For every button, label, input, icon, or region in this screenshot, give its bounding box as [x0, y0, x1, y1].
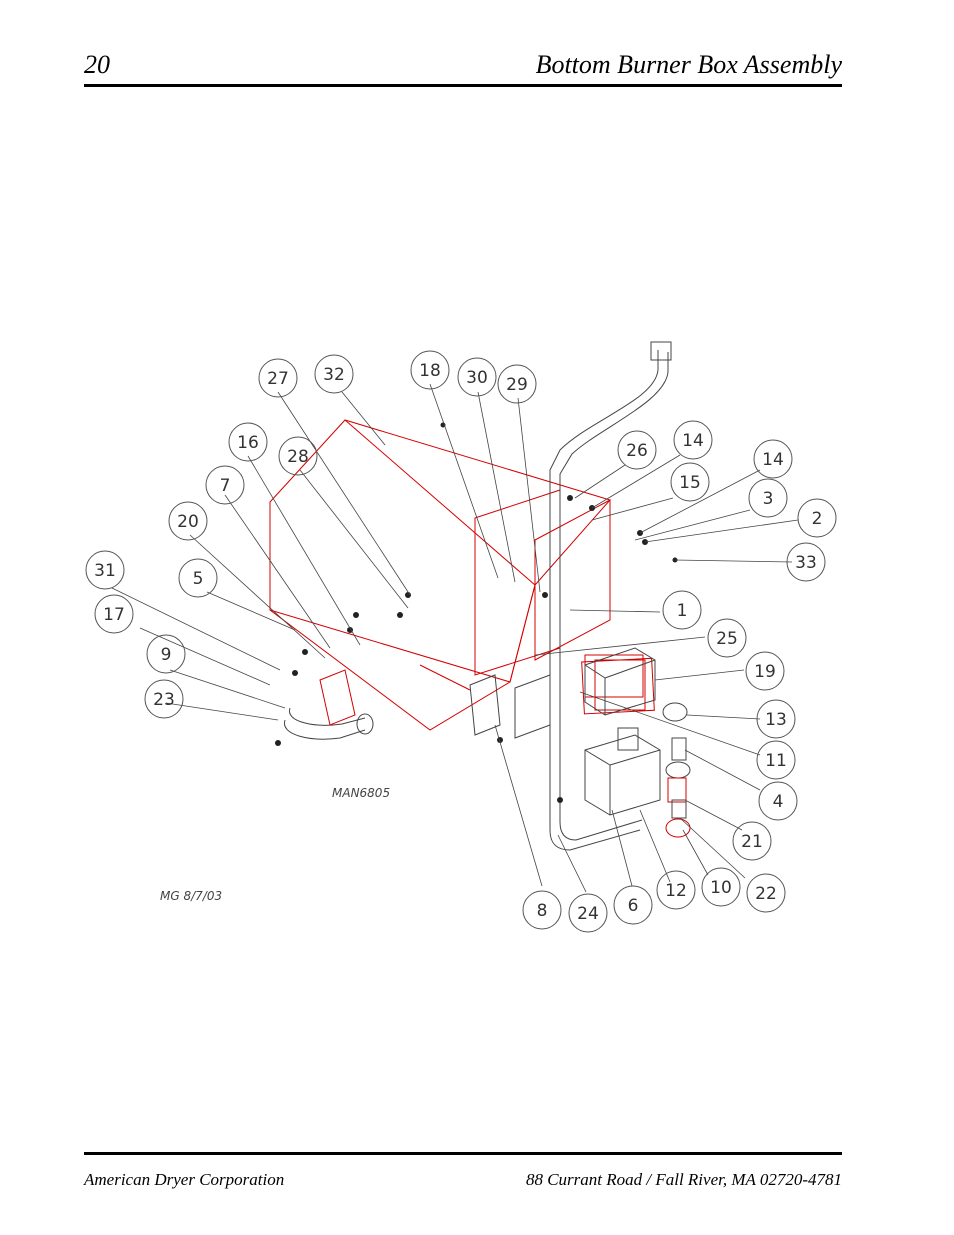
burner-box-drawing: [269, 419, 655, 731]
callout-label: 14: [682, 431, 704, 451]
callout-label: 10: [710, 878, 732, 898]
callout-label: 24: [577, 904, 599, 924]
footer-company: American Dryer Corporation: [84, 1170, 285, 1189]
callout-label: 20: [177, 512, 199, 532]
callout-label: 6: [628, 896, 639, 916]
callout-label: 8: [537, 901, 548, 921]
page-title: Bottom Burner Box Assembly: [535, 50, 842, 79]
callout-label: 22: [755, 884, 777, 904]
callout-label: 4: [773, 792, 784, 812]
callout-label: 30: [466, 368, 488, 388]
callout-label: 32: [323, 365, 345, 385]
footer-rule: [84, 1152, 842, 1155]
callout-label: 17: [103, 605, 125, 625]
drawing-number: MAN6805: [332, 786, 390, 800]
callout-label: 16: [237, 433, 259, 453]
header-rule: [84, 84, 842, 87]
callout-label: 33: [795, 553, 817, 573]
callout-label: 5: [193, 569, 204, 589]
callout-labels: 27 32 18 30 29 16 28 26 14 14 7 15 3 2 2…: [94, 361, 822, 924]
page-header: 20 Bottom Burner Box Assembly: [84, 50, 842, 84]
callout-bubbles: [85, 350, 837, 933]
leader-lines: [111, 383, 799, 893]
page-number: 20: [84, 50, 110, 79]
callout-label: 27: [267, 369, 289, 389]
diagram-svg: 27 32 18 30 29 16 28 26 14 14 7 15 3 2 2…: [85, 341, 837, 933]
callout-label: 2: [812, 509, 823, 529]
callout-label: 13: [765, 710, 787, 730]
callout-label: 15: [679, 473, 701, 493]
exploded-parts-diagram: 27 32 18 30 29 16 28 26 14 14 7 15 3 2 2…: [80, 330, 860, 950]
callout-label: 23: [153, 690, 175, 710]
callout-label: 28: [287, 447, 309, 467]
callout-label: 11: [765, 751, 787, 771]
callout-label: 26: [626, 441, 648, 461]
drafter-date: MG 8/7/03: [160, 889, 222, 903]
callout-label: 9: [161, 645, 172, 665]
callout-label: 31: [94, 561, 116, 581]
callout-label: 1: [677, 601, 688, 621]
footer-address: 88 Currant Road / Fall River, MA 02720-4…: [525, 1170, 842, 1189]
callout-label: 12: [665, 881, 687, 901]
callout-label: 29: [506, 375, 528, 395]
callout-label: 21: [741, 832, 763, 852]
callout-label: 14: [762, 450, 784, 470]
callout-label: 19: [754, 662, 776, 682]
callout-label: 18: [419, 361, 441, 381]
callout-label: 25: [716, 629, 738, 649]
callout-label: 3: [763, 489, 774, 509]
callout-label: 7: [220, 476, 231, 496]
